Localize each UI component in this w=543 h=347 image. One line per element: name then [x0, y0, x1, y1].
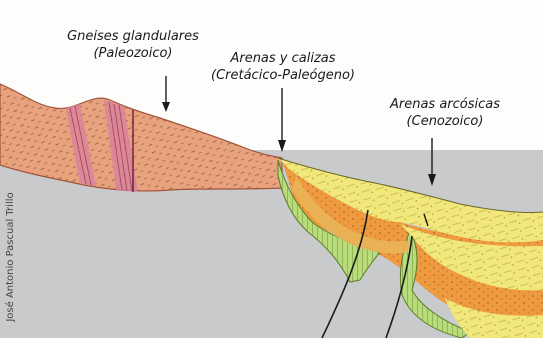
geologic-cross-section: Gneises glandulares (Paleozoico) Arenas … [0, 0, 543, 338]
arrow-down-icon [162, 76, 170, 112]
label-calizas-name: Arenas y calizas [198, 50, 368, 67]
label-gneises: Gneises glandulares (Paleozoico) [58, 28, 208, 62]
label-arcosicas-age: (Cenozoico) [370, 113, 520, 130]
label-gneises-age: (Paleozoico) [58, 45, 208, 62]
label-gneises-name: Gneises glandulares [58, 28, 208, 45]
label-calizas-age: (Cretácico-Paleógeno) [198, 67, 368, 84]
label-arcosicas-name: Arenas arcósicas [370, 96, 520, 113]
label-calizas: Arenas y calizas (Cretácico-Paleógeno) [198, 50, 368, 84]
author-credit: José Antonio Pascual Trillo [5, 167, 19, 347]
label-arcosicas: Arenas arcósicas (Cenozoico) [370, 96, 520, 130]
arrow-down-icon [278, 88, 286, 152]
